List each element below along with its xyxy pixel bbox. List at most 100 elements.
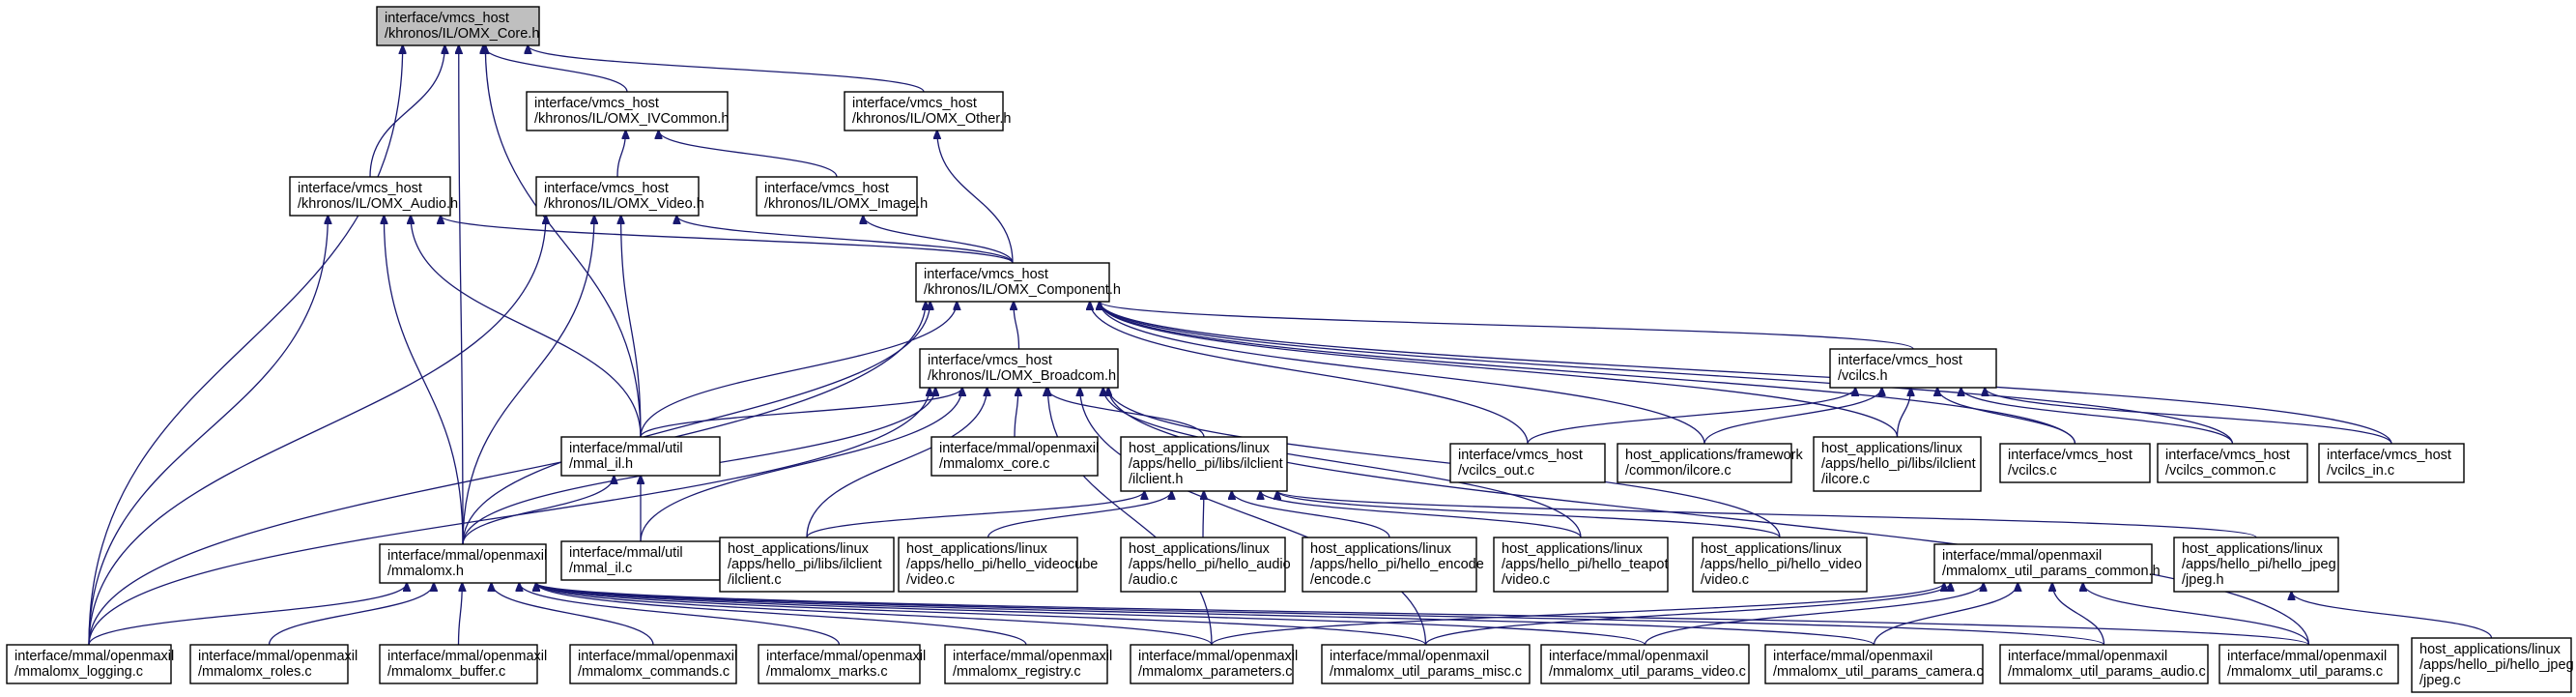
node-box[interactable] [1617, 443, 1792, 483]
node-vcilcs_out[interactable]: interface/vmcs_host/vcilcs_out.c [1449, 443, 1606, 483]
edge-commands-to-mmalomx_h [492, 583, 654, 646]
node-hello_encode[interactable]: host_applications/linux/apps/hello_pi/he… [1302, 537, 1484, 593]
node-box[interactable] [1321, 644, 1531, 684]
edge-hello_encode-to-ilclient_h [1232, 491, 1390, 538]
node-box[interactable] [560, 540, 721, 581]
edge-mmal_il_h-to-audio [411, 216, 642, 438]
node-vcilcs_c[interactable]: interface/vmcs_host/vcilcs.c [1999, 443, 2151, 483]
node-core[interactable]: interface/vmcs_host/khronos/IL/OMX_Core.… [376, 6, 540, 46]
node-box[interactable] [844, 91, 1004, 131]
node-label-line: /mmalomx_parameters.c [1138, 664, 1293, 680]
node-component[interactable]: interface/vmcs_host/khronos/IL/OMX_Compo… [915, 262, 1121, 303]
node-box[interactable] [1120, 436, 1288, 492]
node-box[interactable] [2157, 443, 2308, 483]
node-other[interactable]: interface/vmcs_host/khronos/IL/OMX_Other… [844, 91, 1011, 131]
node-parameters[interactable]: interface/mmal/openmaxil/mmalomx_paramet… [1130, 644, 1298, 684]
node-box[interactable] [2218, 644, 2399, 684]
node-label-line: /apps/hello_pi/hello_video [1701, 557, 1862, 572]
node-box[interactable] [1120, 537, 1286, 593]
node-mmal_il_c[interactable]: interface/mmal/util/mmal_il.c [560, 540, 721, 581]
node-label-line: /mmalomx_registry.c [953, 664, 1081, 680]
node-box[interactable] [560, 436, 721, 477]
node-video[interactable]: interface/vmcs_host/khronos/IL/OMX_Video… [535, 176, 704, 217]
node-box[interactable] [189, 644, 349, 684]
node-box[interactable] [2318, 443, 2465, 483]
node-label-line: interface/vmcs_host [2327, 448, 2451, 463]
node-box[interactable] [919, 348, 1119, 389]
edge-logging-to-core [88, 45, 403, 646]
node-vcilcs_h[interactable]: interface/vmcs_host/vcilcs.h [1829, 348, 1997, 389]
node-videocube[interactable]: host_applications/linux/apps/hello_pi/he… [898, 537, 1098, 593]
node-box[interactable] [1692, 537, 1868, 593]
node-params_video[interactable]: interface/mmal/openmaxil/mmalomx_util_pa… [1540, 644, 1750, 684]
node-box[interactable] [1130, 644, 1294, 684]
node-fw_ilcore[interactable]: host_applications/framework/common/ilcor… [1617, 443, 1804, 483]
node-box[interactable] [1829, 348, 1997, 389]
node-roles[interactable]: interface/mmal/openmaxil/mmalomx_roles.c [189, 644, 358, 684]
node-box[interactable] [376, 6, 540, 46]
node-box[interactable] [756, 176, 918, 217]
node-box[interactable] [6, 644, 172, 684]
node-box[interactable] [379, 644, 538, 684]
node-params_c[interactable]: interface/mmal/openmaxil/mmalomx_util_pa… [2218, 644, 2399, 684]
node-logging[interactable]: interface/mmal/openmaxil/mmalomx_logging… [6, 644, 174, 684]
node-box[interactable] [1540, 644, 1750, 684]
node-box[interactable] [1999, 443, 2151, 483]
node-mmalomx_core[interactable]: interface/mmal/openmaxil/mmalomx_core.c [930, 436, 1099, 477]
node-label-line: interface/mmal/openmaxil [1773, 649, 1932, 664]
node-box[interactable] [1813, 436, 1982, 492]
node-jpeg_c[interactable]: host_applications/linux/apps/hello_pi/he… [2411, 637, 2574, 693]
edge-vcilcs_c-to-component [1100, 302, 2076, 445]
node-broadcom[interactable]: interface/vmcs_host/khronos/IL/OMX_Broad… [919, 348, 1119, 389]
node-box[interactable] [944, 644, 1108, 684]
node-hello_teapot[interactable]: host_applications/linux/apps/hello_pi/he… [1493, 537, 1669, 593]
node-registry[interactable]: interface/mmal/openmaxil/mmalomx_registr… [944, 644, 1112, 684]
node-hello_audio[interactable]: host_applications/linux/apps/hello_pi/he… [1120, 537, 1291, 593]
edge-broadcom-to-component [1014, 302, 1020, 350]
node-ivcommon[interactable]: interface/vmcs_host/khronos/IL/OMX_IVCom… [526, 91, 729, 131]
node-marks[interactable]: interface/mmal/openmaxil/mmalomx_marks.c [758, 644, 926, 684]
node-box[interactable] [379, 543, 547, 584]
edge-mmal_il_c-to-broadcom [640, 388, 962, 542]
node-audio[interactable]: interface/vmcs_host/khronos/IL/OMX_Audio… [289, 176, 458, 217]
node-jpeg_h[interactable]: host_applications/linux/apps/hello_pi/he… [2173, 537, 2339, 593]
node-box[interactable] [1449, 443, 1606, 483]
node-label-line: interface/mmal/openmaxil [2227, 649, 2387, 664]
node-box[interactable] [2411, 637, 2572, 693]
node-box[interactable] [289, 176, 451, 217]
node-box[interactable] [915, 262, 1110, 303]
node-params_common_h[interactable]: interface/mmal/openmaxil/mmalomx_util_pa… [1933, 543, 2161, 584]
node-ilclient_h[interactable]: host_applications/linux/apps/hello_pi/li… [1120, 436, 1288, 492]
node-box[interactable] [898, 537, 1078, 593]
node-box[interactable] [535, 176, 700, 217]
node-ilclient_c[interactable]: host_applications/linux/apps/hello_pi/li… [719, 537, 895, 593]
node-ilcore_c[interactable]: host_applications/linux/apps/hello_pi/li… [1813, 436, 1982, 492]
node-box[interactable] [758, 644, 921, 684]
edge-logging-to-component [88, 302, 926, 646]
node-commands[interactable]: interface/mmal/openmaxil/mmalomx_command… [569, 644, 737, 684]
node-box[interactable] [930, 436, 1099, 477]
node-vcilcs_in[interactable]: interface/vmcs_host/vcilcs_in.c [2318, 443, 2465, 483]
node-buffer[interactable]: interface/mmal/openmaxil/mmalomx_buffer.… [379, 644, 547, 684]
node-box[interactable] [569, 644, 737, 684]
node-label-line: /mmalomx_util_params_misc.c [1330, 664, 1522, 680]
node-mmal_il_h[interactable]: interface/mmal/util/mmal_il.h [560, 436, 721, 477]
node-box[interactable] [1493, 537, 1669, 593]
node-params_misc[interactable]: interface/mmal/openmaxil/mmalomx_util_pa… [1321, 644, 1531, 684]
node-box[interactable] [2173, 537, 2339, 593]
node-vcilcs_common[interactable]: interface/vmcs_host/vcilcs_common.c [2157, 443, 2308, 483]
node-params_camera[interactable]: interface/mmal/openmaxil/mmalomx_util_pa… [1764, 644, 1984, 684]
node-image[interactable]: interface/vmcs_host/khronos/IL/OMX_Image… [756, 176, 928, 217]
node-box[interactable] [1933, 543, 2153, 584]
node-box[interactable] [1999, 644, 2209, 684]
node-box[interactable] [719, 537, 895, 593]
node-params_audio[interactable]: interface/mmal/openmaxil/mmalomx_util_pa… [1999, 644, 2209, 684]
node-box[interactable] [1302, 537, 1477, 593]
node-box[interactable] [1764, 644, 1984, 684]
node-label-line: interface/vmcs_host [924, 267, 1048, 282]
node-label-line: host_applications/linux [906, 541, 1048, 557]
node-box[interactable] [526, 91, 729, 131]
node-hello_video[interactable]: host_applications/linux/apps/hello_pi/he… [1692, 537, 1868, 593]
node-mmalomx_h[interactable]: interface/mmal/openmaxil/mmalomx.h [379, 543, 547, 584]
node-label-line: /mmal_il.c [569, 561, 632, 576]
